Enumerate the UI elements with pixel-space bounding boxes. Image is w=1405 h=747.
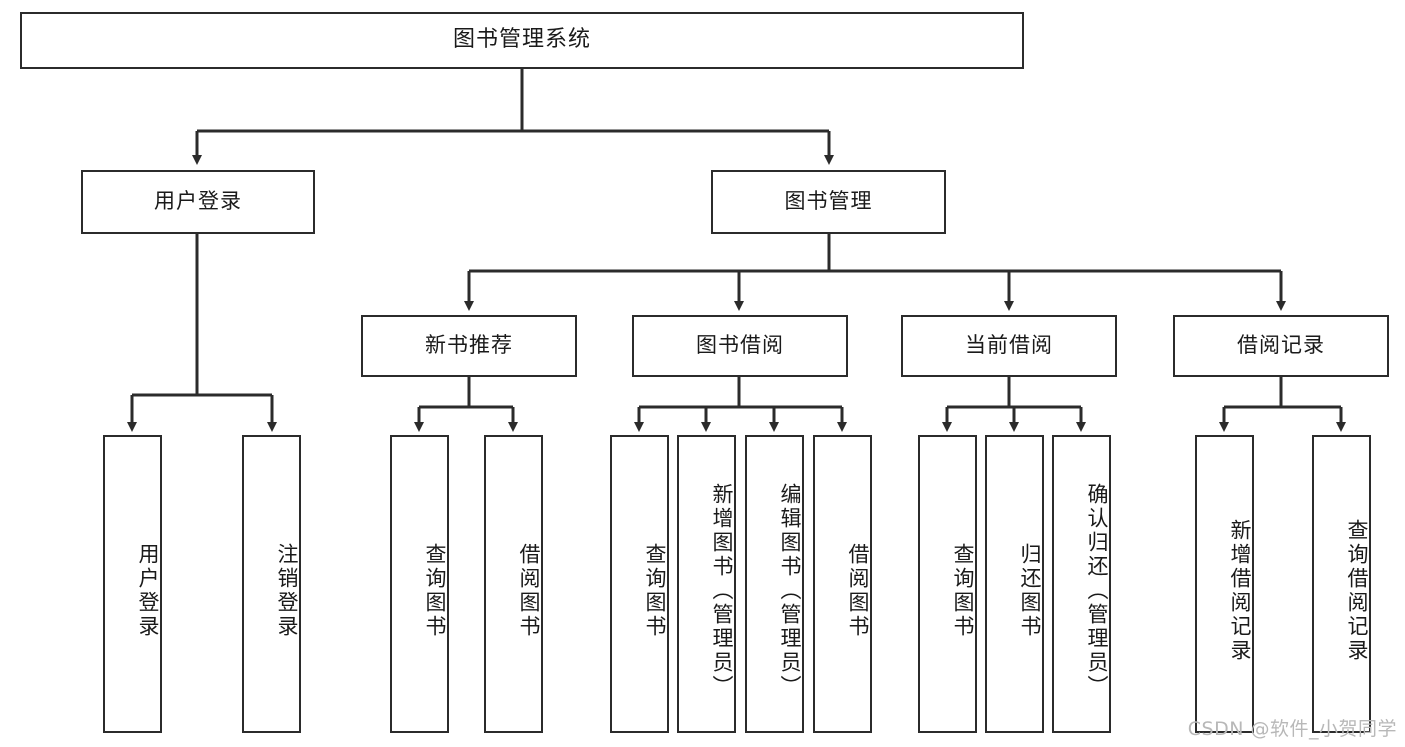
node-current-borrow[interactable]: 当前借阅 [901, 315, 1117, 377]
node-label: 用户登录 [136, 543, 160, 639]
node-label: 用户登录 [154, 189, 242, 214]
node-borrow-records[interactable]: 借阅记录 [1173, 315, 1389, 377]
node-user-login[interactable]: 用户登录 [81, 170, 315, 234]
node-book-management[interactable]: 图书管理 [711, 170, 946, 234]
leaf-user-login[interactable]: 用户登录 [103, 435, 162, 733]
leaf-edit-book-admin[interactable]: 编辑图书（管理员） [745, 435, 804, 733]
node-new-book-recommend[interactable]: 新书推荐 [361, 315, 577, 377]
node-label: 借阅记录 [1237, 333, 1325, 358]
node-label: 借阅图书 [846, 543, 870, 639]
leaf-query-book-current[interactable]: 查询图书 [918, 435, 977, 733]
node-label: 新书推荐 [425, 333, 513, 358]
node-label: 查询借阅记录 [1345, 519, 1369, 663]
leaf-add-book-admin[interactable]: 新增图书（管理员） [677, 435, 736, 733]
node-label: 借阅图书 [517, 543, 541, 639]
node-label: 注销登录 [275, 543, 299, 639]
node-label: 图书管理系统 [452, 27, 591, 53]
node-label: 确认归还（管理员） [1085, 483, 1109, 699]
node-book-borrow[interactable]: 图书借阅 [632, 315, 848, 377]
node-label: 图书管理 [784, 189, 873, 214]
leaf-logout[interactable]: 注销登录 [242, 435, 301, 733]
node-label: 归还图书 [1018, 543, 1042, 639]
node-label: 查询图书 [643, 543, 667, 639]
leaf-query-book-recommend[interactable]: 查询图书 [390, 435, 449, 733]
leaf-borrow-book-recommend[interactable]: 借阅图书 [484, 435, 543, 733]
leaf-query-book-borrow[interactable]: 查询图书 [610, 435, 669, 733]
node-label: 查询图书 [951, 543, 975, 639]
node-label: 当前借阅 [965, 333, 1053, 358]
node-label: 新增借阅记录 [1228, 519, 1252, 663]
leaf-return-book[interactable]: 归还图书 [985, 435, 1044, 733]
node-label: 图书借阅 [696, 333, 784, 358]
node-label: 查询图书 [423, 543, 447, 639]
node-label: 新增图书（管理员） [710, 483, 734, 699]
node-root-system[interactable]: 图书管理系统 [20, 12, 1024, 69]
leaf-borrow-book[interactable]: 借阅图书 [813, 435, 872, 733]
leaf-query-borrow-record[interactable]: 查询借阅记录 [1312, 435, 1371, 733]
csdn-watermark: CSDN @软件_小贺同学 [1187, 718, 1397, 740]
leaf-confirm-return-admin[interactable]: 确认归还（管理员） [1052, 435, 1111, 733]
leaf-add-borrow-record[interactable]: 新增借阅记录 [1195, 435, 1254, 733]
node-label: 编辑图书（管理员） [778, 483, 802, 699]
